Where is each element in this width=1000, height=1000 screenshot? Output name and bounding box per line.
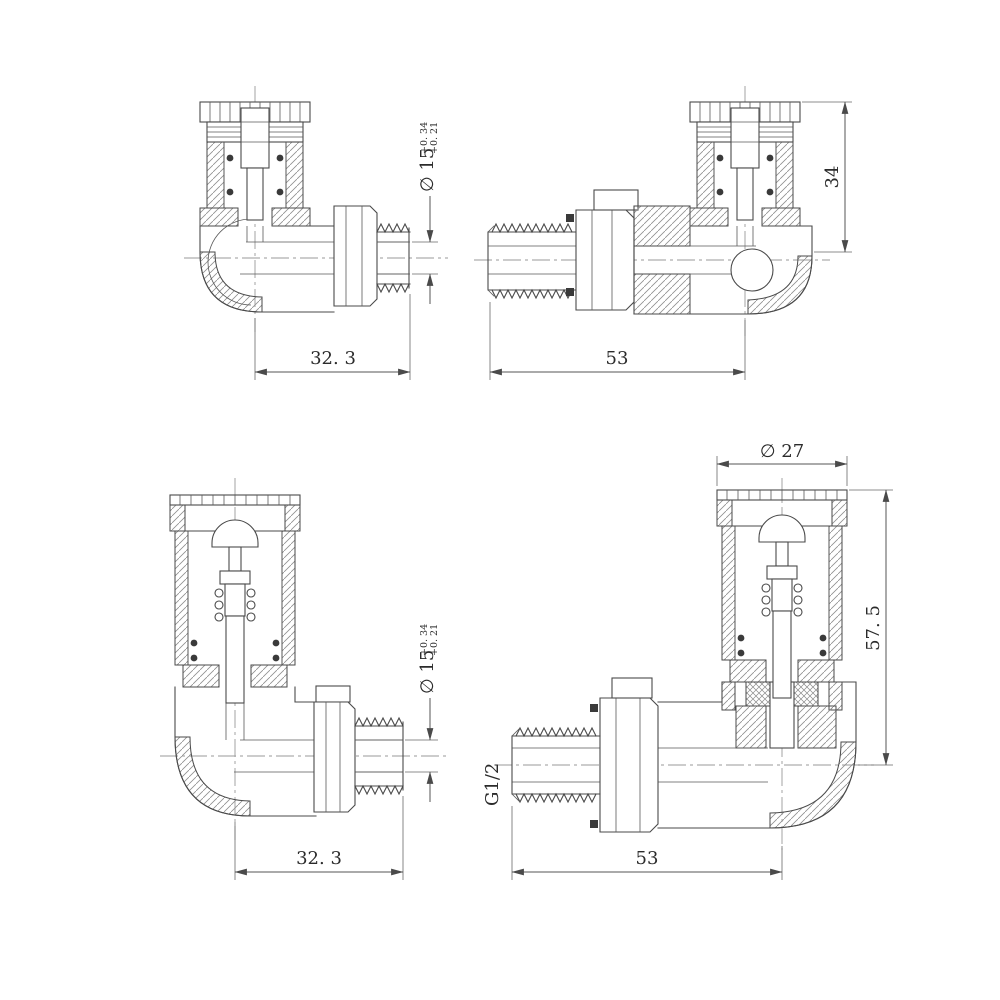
dim-label-width: 53 — [636, 848, 659, 869]
dim-width-top-left: 32. 3 — [254, 294, 411, 380]
dim-width-top-right: 53 — [489, 302, 746, 380]
dim-label-bore-tol-upper: +0. 34 — [419, 122, 430, 154]
threaded-tail — [354, 717, 404, 795]
dim-label-height: 34 — [822, 166, 843, 189]
view-bottom-left: 32. 3 ∅ 15 +0. 34 +0. 21 — [160, 478, 446, 880]
union-nut — [566, 189, 639, 311]
thread-size-label: G1/2 — [482, 763, 503, 806]
compression-nut — [313, 685, 356, 813]
valve-bonnet-section — [689, 101, 801, 227]
dim-height-bottom-right: 57. 5 — [849, 489, 893, 766]
valve-body-elbow — [657, 681, 857, 829]
thread-size-label-group: G1/2 — [482, 763, 503, 806]
view-bottom-right: ∅ 27 57. 5 53 G1/2 — [482, 441, 893, 880]
view-top-right: 53 34 — [474, 86, 852, 380]
dim-label-bore-tol-lower: +0. 21 — [429, 122, 440, 154]
dim-label-bore-tol-upper: +0. 34 — [419, 624, 430, 656]
valve-body-elbow — [199, 218, 410, 313]
valve-body-elbow — [633, 205, 813, 315]
dim-label-bore: ∅ 15 — [417, 650, 438, 694]
dim-label-cap: ∅ 27 — [760, 441, 804, 462]
dim-width-bottom-left: 32. 3 — [234, 796, 404, 880]
dim-height-top-right: 34 — [802, 101, 852, 253]
valve-bonnet-section — [199, 101, 311, 227]
trv-cartridge-section — [169, 494, 301, 704]
dim-cap-diameter: ∅ 27 — [716, 441, 848, 486]
union-nut — [590, 677, 659, 833]
dim-label-width: 32. 3 — [296, 848, 342, 869]
dim-label-bore: ∅ 15 — [417, 148, 438, 192]
trv-cartridge-section — [716, 489, 848, 699]
valve-body-elbow — [174, 686, 403, 817]
male-thread — [487, 223, 577, 299]
dim-label-height: 57. 5 — [863, 605, 884, 651]
dim-label-width: 53 — [606, 348, 629, 369]
compression-nut — [333, 205, 378, 307]
male-thread — [511, 727, 601, 803]
dim-label-width: 32. 3 — [310, 348, 356, 369]
dim-width-bottom-right: 53 — [511, 806, 783, 880]
dim-label-bore-tol-lower: +0. 21 — [429, 624, 440, 656]
threaded-tail — [376, 223, 411, 293]
dim-bore-top-left: ∅ 15 +0. 34 +0. 21 — [412, 122, 440, 304]
dim-bore-bottom-left: ∅ 15 +0. 34 +0. 21 — [405, 624, 440, 802]
view-top-left: 32. 3 ∅ 15 +0. 34 +0. 21 — [184, 86, 448, 380]
